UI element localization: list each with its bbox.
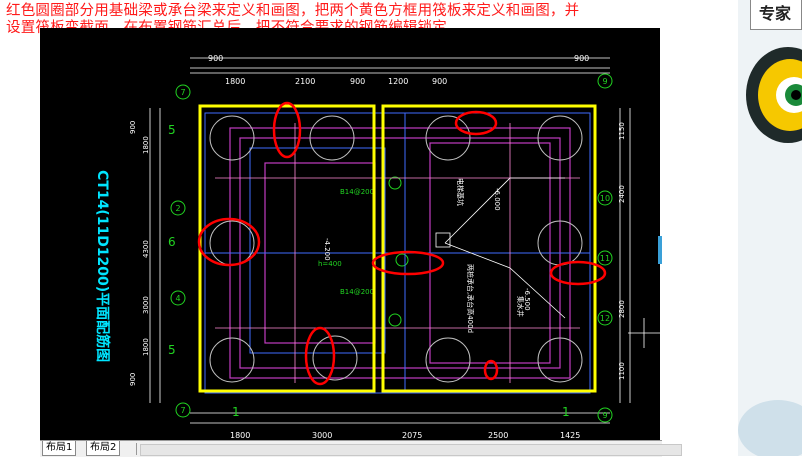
section-mark-5: 1 <box>562 405 570 419</box>
caption-line-1: 红色圆圈部分用基础梁或承台梁来定义和画图，把两个黄色方框用筏板来定义和画图，并 <box>6 3 580 19</box>
layout-tab-bar: 布局1 布局2 <box>40 440 682 457</box>
tab-layout-2[interactable]: 布局2 <box>86 441 121 456</box>
axis-left-3: 4 <box>175 294 180 303</box>
cad-drawing-svg: 1800 2100 900 1200 900 900 900 1800 3000… <box>94 54 660 440</box>
section-mark-1: 5 <box>168 123 176 137</box>
red-markup-5 <box>549 260 607 286</box>
bottom-dim-1: 1800 <box>230 431 250 440</box>
highlight-box-right <box>381 104 597 393</box>
left-dim-2: 1800 <box>142 136 150 154</box>
note-rebar: B14@200 <box>340 188 374 196</box>
right-side-panel <box>738 0 802 456</box>
top-dim-1: 1800 <box>225 77 245 86</box>
horizontal-scrollbar[interactable] <box>140 444 682 456</box>
note-a: 电梯基坑 <box>456 178 465 206</box>
axis-left-2: 2 <box>175 204 180 213</box>
tab-separator <box>136 443 137 455</box>
top-small-dim-2: 900 <box>574 54 589 63</box>
axis-right-1: 9 <box>602 77 607 86</box>
bottom-dim-3: 2075 <box>402 431 422 440</box>
bottom-dim-2: 3000 <box>312 431 332 440</box>
left-dim-6: 900 <box>129 373 137 386</box>
note-h-value: h=400 <box>318 260 342 268</box>
section-mark-3: 5 <box>168 343 176 357</box>
note-rebar-2: B14@200 <box>340 288 374 296</box>
top-dim-5: 900 <box>432 77 447 86</box>
axis-right-2: 10 <box>600 194 610 203</box>
elev-2: -6.000 <box>493 188 501 211</box>
red-markup-6 <box>304 326 336 386</box>
elev-3: -6.500 <box>523 288 531 311</box>
elev-1: -4.200 <box>323 238 331 261</box>
viewport-margin <box>660 28 738 456</box>
top-small-dim-1: 900 <box>208 54 223 63</box>
bottom-dim-5: 1425 <box>560 431 580 440</box>
top-dim-2: 2100 <box>295 77 315 86</box>
top-dim-3: 900 <box>350 77 365 86</box>
expert-badge: 专家 <box>750 0 802 30</box>
tab-layout-1[interactable]: 布局1 <box>42 441 77 456</box>
left-dim-1: 900 <box>129 121 137 134</box>
red-markup-2 <box>454 110 498 136</box>
left-dim-5: 1800 <box>142 338 150 356</box>
vertical-scrollbar-thumb[interactable] <box>658 236 662 264</box>
right-dim-3: 2800 <box>618 300 626 318</box>
axis-right-4: 12 <box>600 314 610 323</box>
axis-right-3: 11 <box>600 254 610 263</box>
note-c: 两桩承台,承台高400d <box>466 264 475 333</box>
axis-left-4: 7 <box>180 406 185 415</box>
axis-left-1: 7 <box>180 88 185 97</box>
right-dim-4: 1100 <box>618 362 626 380</box>
section-mark-2: 6 <box>168 235 176 249</box>
axis-right-5: 9 <box>602 411 607 420</box>
drawing-title: CT14(11D1200)平面配筋图 <box>94 170 111 362</box>
right-dim-2: 2400 <box>618 185 626 203</box>
highlight-box-left <box>198 104 376 393</box>
section-mark-4: 1 <box>232 405 240 419</box>
cad-drawing-canvas[interactable]: 1800 2100 900 1200 900 900 900 1800 3000… <box>40 28 660 440</box>
note-b: 集水井 <box>516 296 525 317</box>
bottom-dim-4: 2500 <box>488 431 508 440</box>
red-markup-7 <box>483 359 499 381</box>
left-dim-3: 4300 <box>142 240 150 258</box>
left-dim-4: 3000 <box>142 296 150 314</box>
red-markup-1 <box>272 101 302 159</box>
cartoon-mascot-image <box>738 47 802 456</box>
right-dim-1: 1150 <box>618 122 626 140</box>
red-markup-4 <box>371 250 445 276</box>
top-dim-4: 1200 <box>388 77 408 86</box>
red-markup-3 <box>197 217 261 267</box>
